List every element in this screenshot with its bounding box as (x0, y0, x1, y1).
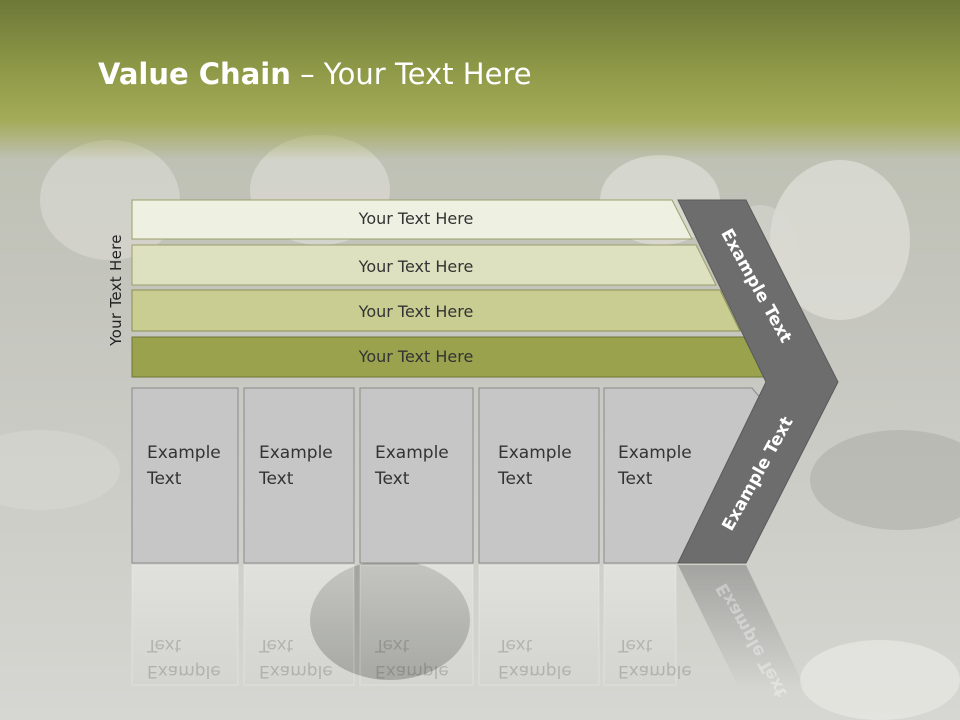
column-label-4: Example Text (498, 443, 572, 489)
column-label-3: Example Text (375, 443, 449, 489)
band-label-3: Your Text Here (358, 302, 474, 321)
title-bold: Value Chain (98, 57, 291, 91)
header-band (0, 0, 960, 160)
column-reflection-1: Example Text (147, 635, 221, 681)
column-reflection-2: Example Text (259, 635, 333, 681)
column-reflection-5: Example Text (618, 635, 692, 681)
column-label-5: Example Text (618, 443, 692, 489)
column-label-2: Example Text (259, 443, 333, 489)
column-1-shape (131, 387, 239, 564)
column-reflection-4: Example Text (498, 635, 572, 681)
column-3-shape (359, 387, 474, 564)
side-label-text: Your Text Here (107, 234, 125, 346)
column-label-1: Example Text (147, 443, 221, 489)
title-rest: – Your Text Here (290, 57, 532, 91)
slide-title: Value Chain – Your Text Here (98, 52, 532, 96)
chevron-arrow (677, 199, 839, 564)
band-label-1: Your Text Here (358, 209, 474, 228)
band-label-4: Your Text Here (358, 347, 474, 366)
column-reflection-3: Example Text (375, 635, 449, 681)
column-4-shape (478, 387, 600, 564)
band-3-shape (131, 289, 741, 332)
band-label-2: Your Text Here (358, 257, 474, 276)
column-2-shape (243, 387, 355, 564)
band-1-shape (131, 199, 693, 240)
band-2-shape (131, 244, 717, 286)
